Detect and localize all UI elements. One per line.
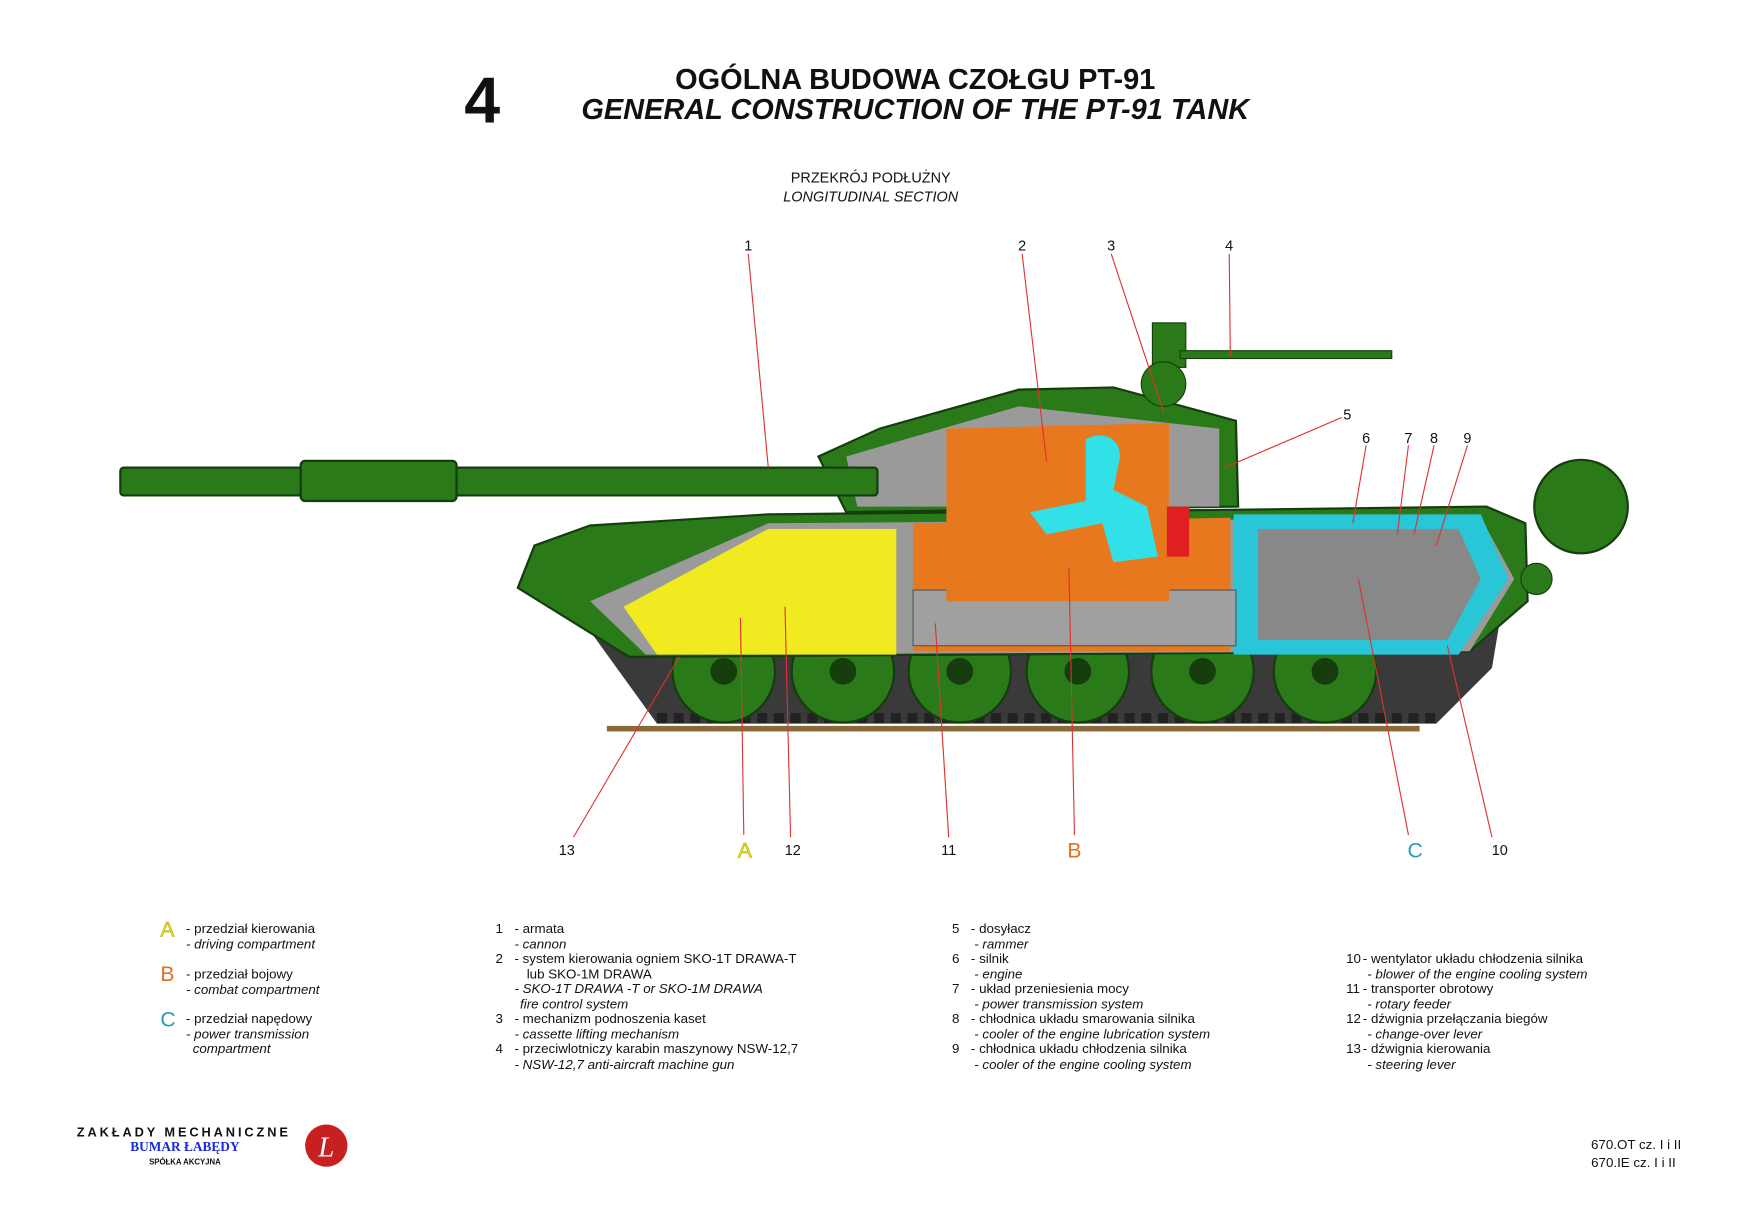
idler-wheel — [1520, 562, 1553, 596]
callout-12: 12 — [785, 843, 801, 859]
callout-3: 3 — [1107, 238, 1115, 254]
legend-letter-c: C — [160, 1008, 175, 1031]
rear-fuel-drum — [1533, 458, 1629, 555]
document-ref-2: 670.IE cz. I i II — [1591, 1155, 1676, 1170]
leader-lines — [572, 253, 1493, 838]
section-title-english: LONGITUDINAL SECTION — [783, 190, 959, 206]
part-pl: - chłodnica układu chłodzenia silnika — [971, 1041, 1187, 1056]
callout-labels: 1 2 3 4 5 6 7 8 9 10 11 12 13 A B C — [559, 238, 1508, 862]
callout-7: 7 — [1404, 431, 1412, 447]
part-pl: - dźwignia przełączania biegów — [1363, 1011, 1548, 1026]
part-number: 8 — [952, 1011, 959, 1026]
part-en: - engine — [974, 967, 1022, 982]
callout-13: 13 — [559, 843, 575, 859]
legend-b-pl: - przedział bojowy — [186, 967, 293, 982]
red-component — [1166, 506, 1190, 557]
title-english: GENERAL CONSTRUCTION OF THE PT-91 TANK — [581, 94, 1251, 126]
engine-block — [1258, 528, 1481, 641]
parts-column-2: 5 - dosyłacz - rammer 6 - silnik - engin… — [952, 921, 1210, 1072]
part-pl: - silnik — [971, 951, 1009, 966]
part-en: - change-over lever — [1367, 1027, 1483, 1042]
part-en: - cassette lifting mechanism — [514, 1027, 679, 1042]
legend-a-pl: - przedział kierowania — [186, 921, 316, 936]
part-pl: - system kierowania ogniem SKO-1T DRAWA-… — [514, 951, 796, 966]
logo-line-1: ZAKŁADY MECHANICZNE — [77, 1125, 291, 1140]
part-pl: - dźwignia kierowania — [1363, 1041, 1491, 1056]
parts-column-3: 10 - wentylator układu chłodzenia silnik… — [1346, 951, 1587, 1072]
compartment-legend: A - przedział kierowania - driving compa… — [160, 918, 321, 1056]
legend-b-en: - combat compartment — [186, 982, 321, 997]
legend-letter-a: A — [160, 918, 175, 941]
thermal-sleeve — [299, 459, 458, 503]
part-number: 5 — [952, 921, 959, 936]
callout-c: C — [1408, 839, 1423, 862]
callout-9: 9 — [1463, 431, 1471, 447]
part-en: - rotary feeder — [1367, 997, 1451, 1012]
svg-text:L: L — [317, 1132, 334, 1164]
ground-line — [606, 725, 1420, 732]
part-pl: - chłodnica układu smarowania silnika — [971, 1011, 1196, 1026]
callout-8: 8 — [1430, 431, 1438, 447]
part-en: - SKO-1T DRAWA -T or SKO-1M DRAWA — [514, 981, 762, 996]
sheet-number: 4 — [464, 64, 500, 136]
part-en: - steering lever — [1367, 1057, 1456, 1072]
part-number: 11 — [1346, 981, 1360, 996]
part-number: 1 — [496, 921, 503, 936]
part-number: 13 — [1346, 1041, 1361, 1056]
part-number: 2 — [496, 951, 503, 966]
title-polish: OGÓLNA BUDOWA CZOŁGU PT-91 — [675, 62, 1155, 96]
part-number: 3 — [496, 1011, 503, 1026]
part-en: - blower of the engine cooling system — [1367, 967, 1587, 982]
part-en: - NSW-12,7 anti-aircraft machine gun — [514, 1057, 734, 1072]
part-pl: - układ przeniesienia mocy — [971, 981, 1129, 996]
parts-legend: 1 - armata - cannon 2 - system kierowani… — [496, 921, 1588, 1072]
callout-2: 2 — [1018, 238, 1026, 254]
callout-a: A — [738, 839, 753, 862]
callout-1: 1 — [744, 238, 752, 254]
part-number: 9 — [952, 1041, 959, 1056]
legend-c-en-2: compartment — [193, 1041, 272, 1056]
anti-aircraft-machine-gun — [1140, 322, 1393, 407]
legend-c-pl: - przedział napędowy — [186, 1011, 312, 1026]
logo-emblem — [305, 1124, 348, 1167]
part-number: 7 — [952, 981, 959, 996]
callout-5: 5 — [1343, 408, 1351, 424]
part-number: 6 — [952, 951, 959, 966]
callout-4: 4 — [1225, 238, 1233, 254]
callout-6: 6 — [1362, 431, 1370, 447]
part-en: - rammer — [974, 937, 1029, 952]
part-number: 10 — [1346, 951, 1361, 966]
part-number: 12 — [1346, 1011, 1361, 1026]
cannon-barrel — [119, 466, 879, 497]
crew-member — [1029, 435, 1158, 563]
section-title-polish: PRZEKRÓJ PODŁUŻNY — [791, 169, 951, 187]
legend-c-en: - power transmission — [186, 1027, 309, 1042]
part-pl: - dosyłacz — [971, 921, 1031, 936]
compartment-a — [623, 528, 897, 655]
part-en: - cannon — [514, 937, 566, 952]
callout-11: 11 — [941, 843, 956, 859]
tank-cross-section — [119, 322, 1629, 732]
legend-letter-b: B — [160, 963, 174, 986]
company-logo: ZAKŁADY MECHANICZNE BUMAR ŁABĘDY SPÓŁKA … — [77, 1124, 348, 1167]
part-pl: - mechanizm podnoszenia kaset — [514, 1011, 706, 1026]
part-pl: - transporter obrotowy — [1363, 981, 1494, 996]
logo-line-2: BUMAR ŁABĘDY — [130, 1139, 240, 1154]
part-en: - power transmission system — [974, 997, 1143, 1012]
part-en: - cooler of the engine lubrication syste… — [974, 1027, 1210, 1042]
part-pl: - armata — [514, 921, 564, 936]
callout-b: B — [1067, 839, 1081, 862]
document-ref-1: 670.OT cz. I i II — [1591, 1137, 1681, 1152]
part-pl: lub SKO-1M DRAWA — [527, 967, 652, 982]
legend-a-en: - driving compartment — [186, 937, 316, 952]
part-en: fire control system — [520, 997, 628, 1012]
part-pl: - wentylator układu chłodzenia silnika — [1363, 951, 1584, 966]
callout-10: 10 — [1492, 843, 1508, 859]
part-en: - cooler of the engine cooling system — [974, 1057, 1191, 1072]
part-number: 4 — [496, 1041, 504, 1056]
part-pl: - przeciwlotniczy karabin maszynowy NSW-… — [514, 1041, 798, 1056]
logo-line-3: SPÓŁKA AKCYJNA — [149, 1158, 221, 1167]
parts-column-1: 1 - armata - cannon 2 - system kierowani… — [496, 921, 799, 1072]
